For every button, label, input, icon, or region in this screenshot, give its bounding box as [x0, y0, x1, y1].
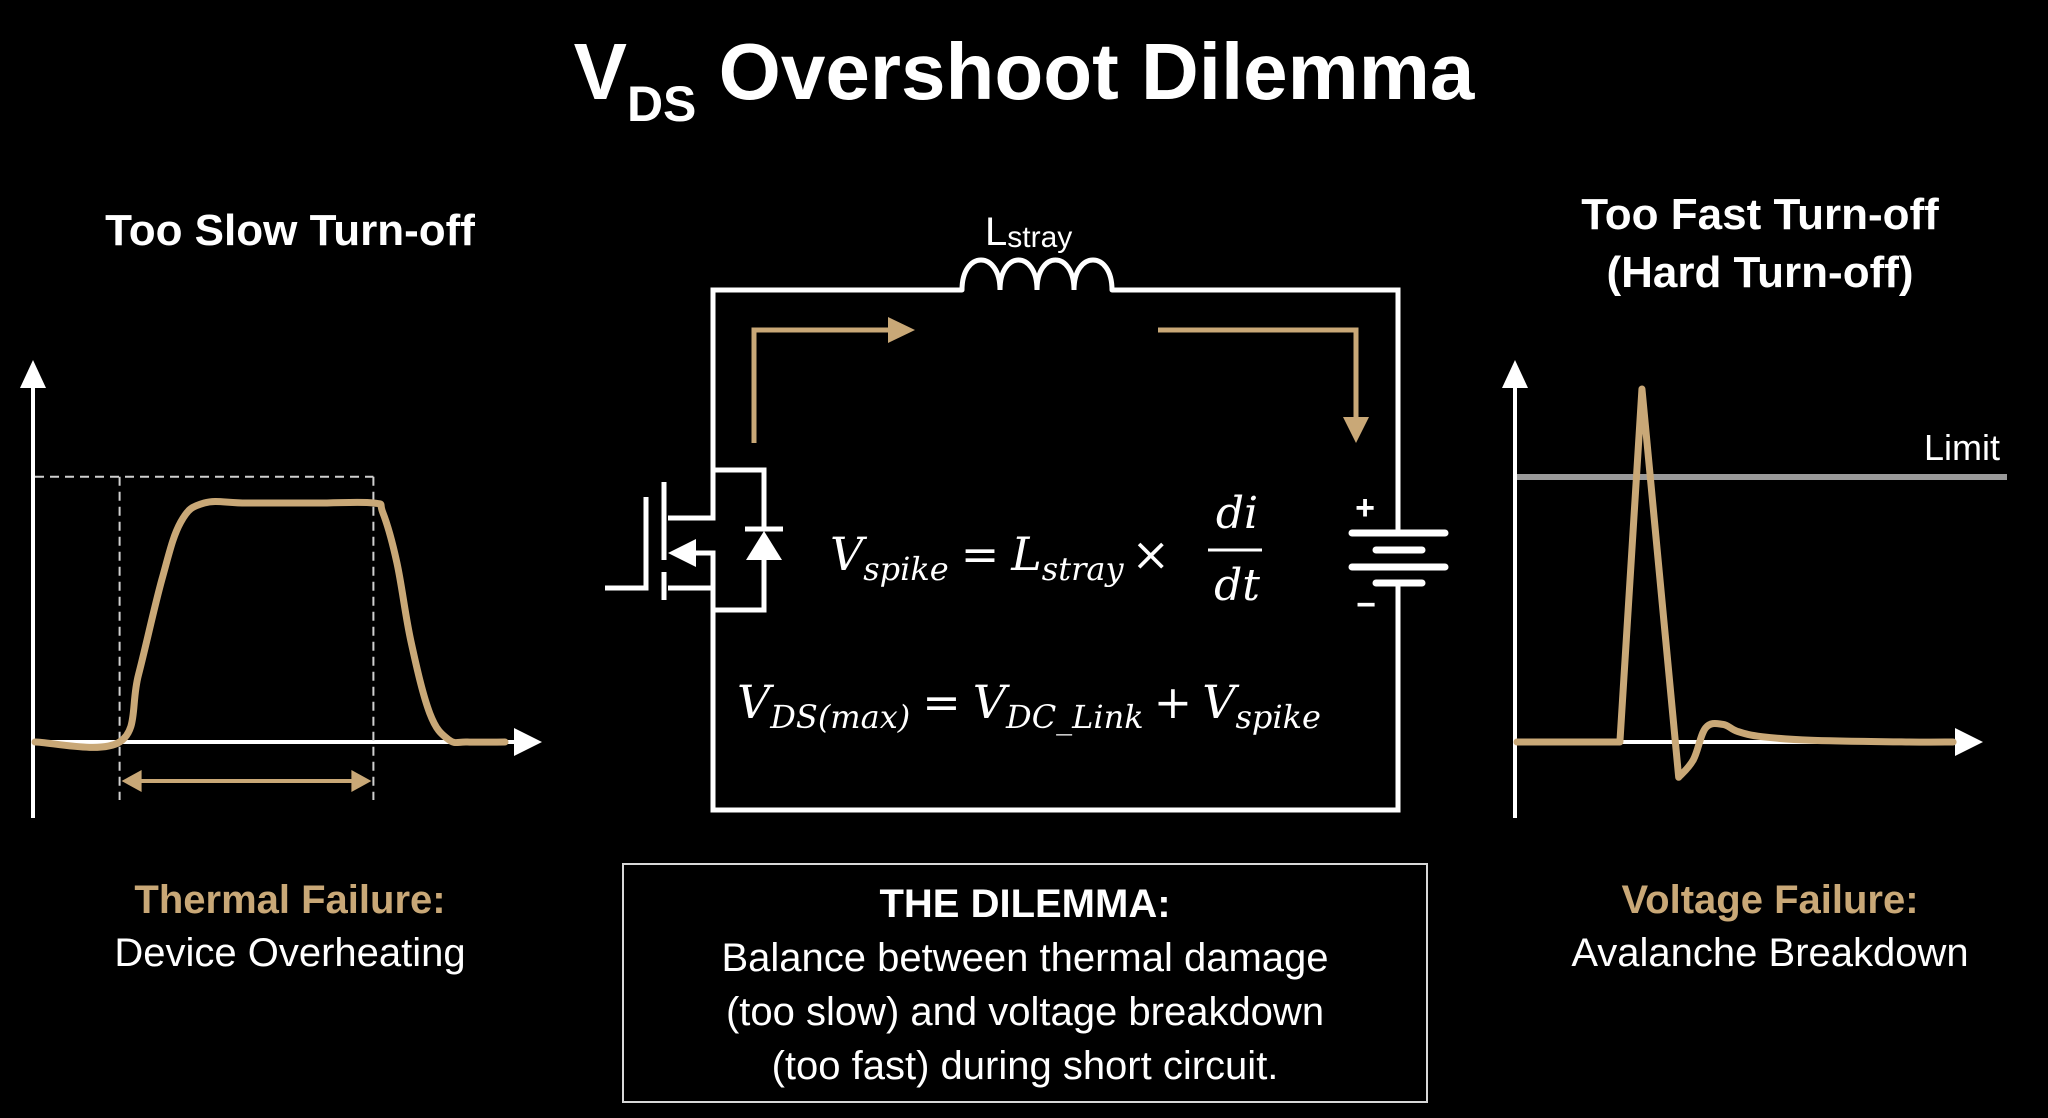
body-diode-icon — [745, 526, 783, 560]
dilemma-line: (too slow) and voltage breakdown — [725, 990, 1325, 1034]
duration-arrowhead-left — [121, 770, 142, 792]
left-y-axis-arrowhead — [20, 360, 46, 388]
title-subscript: DS — [626, 76, 697, 132]
current-arrow-up-right — [751, 327, 898, 443]
dilemma-line: Balance between thermal damage — [721, 936, 1329, 980]
current-arrow-right-down — [1158, 327, 1359, 420]
fast-turnoff-chart — [1502, 360, 2007, 818]
page-title: VDS Overshoot Dilemma — [0, 22, 2048, 154]
current-arrow-head-right — [888, 317, 915, 343]
voltage-failure-heading: Voltage Failure: — [1621, 878, 1919, 922]
thermal-failure-desc: Device Overheating — [114, 931, 466, 975]
equation-vspike: Vspike=Lstray× di dt — [830, 488, 1262, 611]
voltage-failure-desc: Avalanche Breakdown — [1571, 931, 1969, 975]
battery-plus: + — [1355, 489, 1375, 527]
title-v: V — [573, 27, 627, 116]
limit-label: Limit — [1924, 427, 2000, 468]
fraction-denominator: dt — [1214, 560, 1260, 611]
wire-right-and-bottom — [1112, 287, 1401, 532]
slow-turnoff-chart — [20, 360, 542, 818]
fast-turnoff-waveform — [1513, 385, 1957, 781]
equation-vdsmax: VDS(max)=VDC_Link+Vspike — [737, 675, 1321, 736]
current-arrow-head-down — [1343, 417, 1369, 443]
wire-battery-to-bottom — [710, 580, 1401, 813]
dilemma-heading: THE DILEMMA: — [879, 882, 1171, 926]
mosfet-icon — [605, 467, 767, 613]
dilemma-box: THE DILEMMA: Balance between thermal dam… — [622, 863, 1428, 1103]
wire-top-left — [710, 287, 962, 470]
svg-text:Vspike=Lstray×: Vspike=Lstray× — [830, 527, 1170, 588]
circuit-diagram — [605, 257, 1449, 813]
duration-arrowhead-right — [351, 770, 372, 792]
battery-minus: − — [1356, 586, 1376, 624]
left-panel-title: Too Slow Turn-off — [105, 206, 475, 255]
right-panel-title-line2: (Hard Turn-off) — [1606, 248, 1914, 297]
battery-icon — [1348, 529, 1449, 587]
svg-text:VDS(max)=VDC_Link+Vspike: VDS(max)=VDC_Link+Vspike — [737, 675, 1321, 736]
mosfet-body-arrow — [668, 539, 696, 567]
right-x-axis-arrowhead — [1955, 728, 1983, 756]
inductor-icon — [959, 257, 1115, 293]
thermal-failure-heading: Thermal Failure: — [134, 878, 446, 922]
slow-turnoff-waveform — [31, 497, 509, 751]
current-flow-arrows — [751, 317, 1369, 443]
left-x-axis-arrowhead — [514, 728, 542, 756]
inductor-label: Lstray — [985, 210, 1072, 254]
right-y-axis-arrowhead — [1502, 360, 1528, 388]
dilemma-line: (too fast) during short circuit. — [771, 1044, 1279, 1088]
right-panel-title-line1: Too Fast Turn-off — [1581, 190, 1939, 239]
title-text: Overshoot Dilemma — [696, 27, 1475, 116]
fraction-numerator: di — [1216, 488, 1258, 539]
